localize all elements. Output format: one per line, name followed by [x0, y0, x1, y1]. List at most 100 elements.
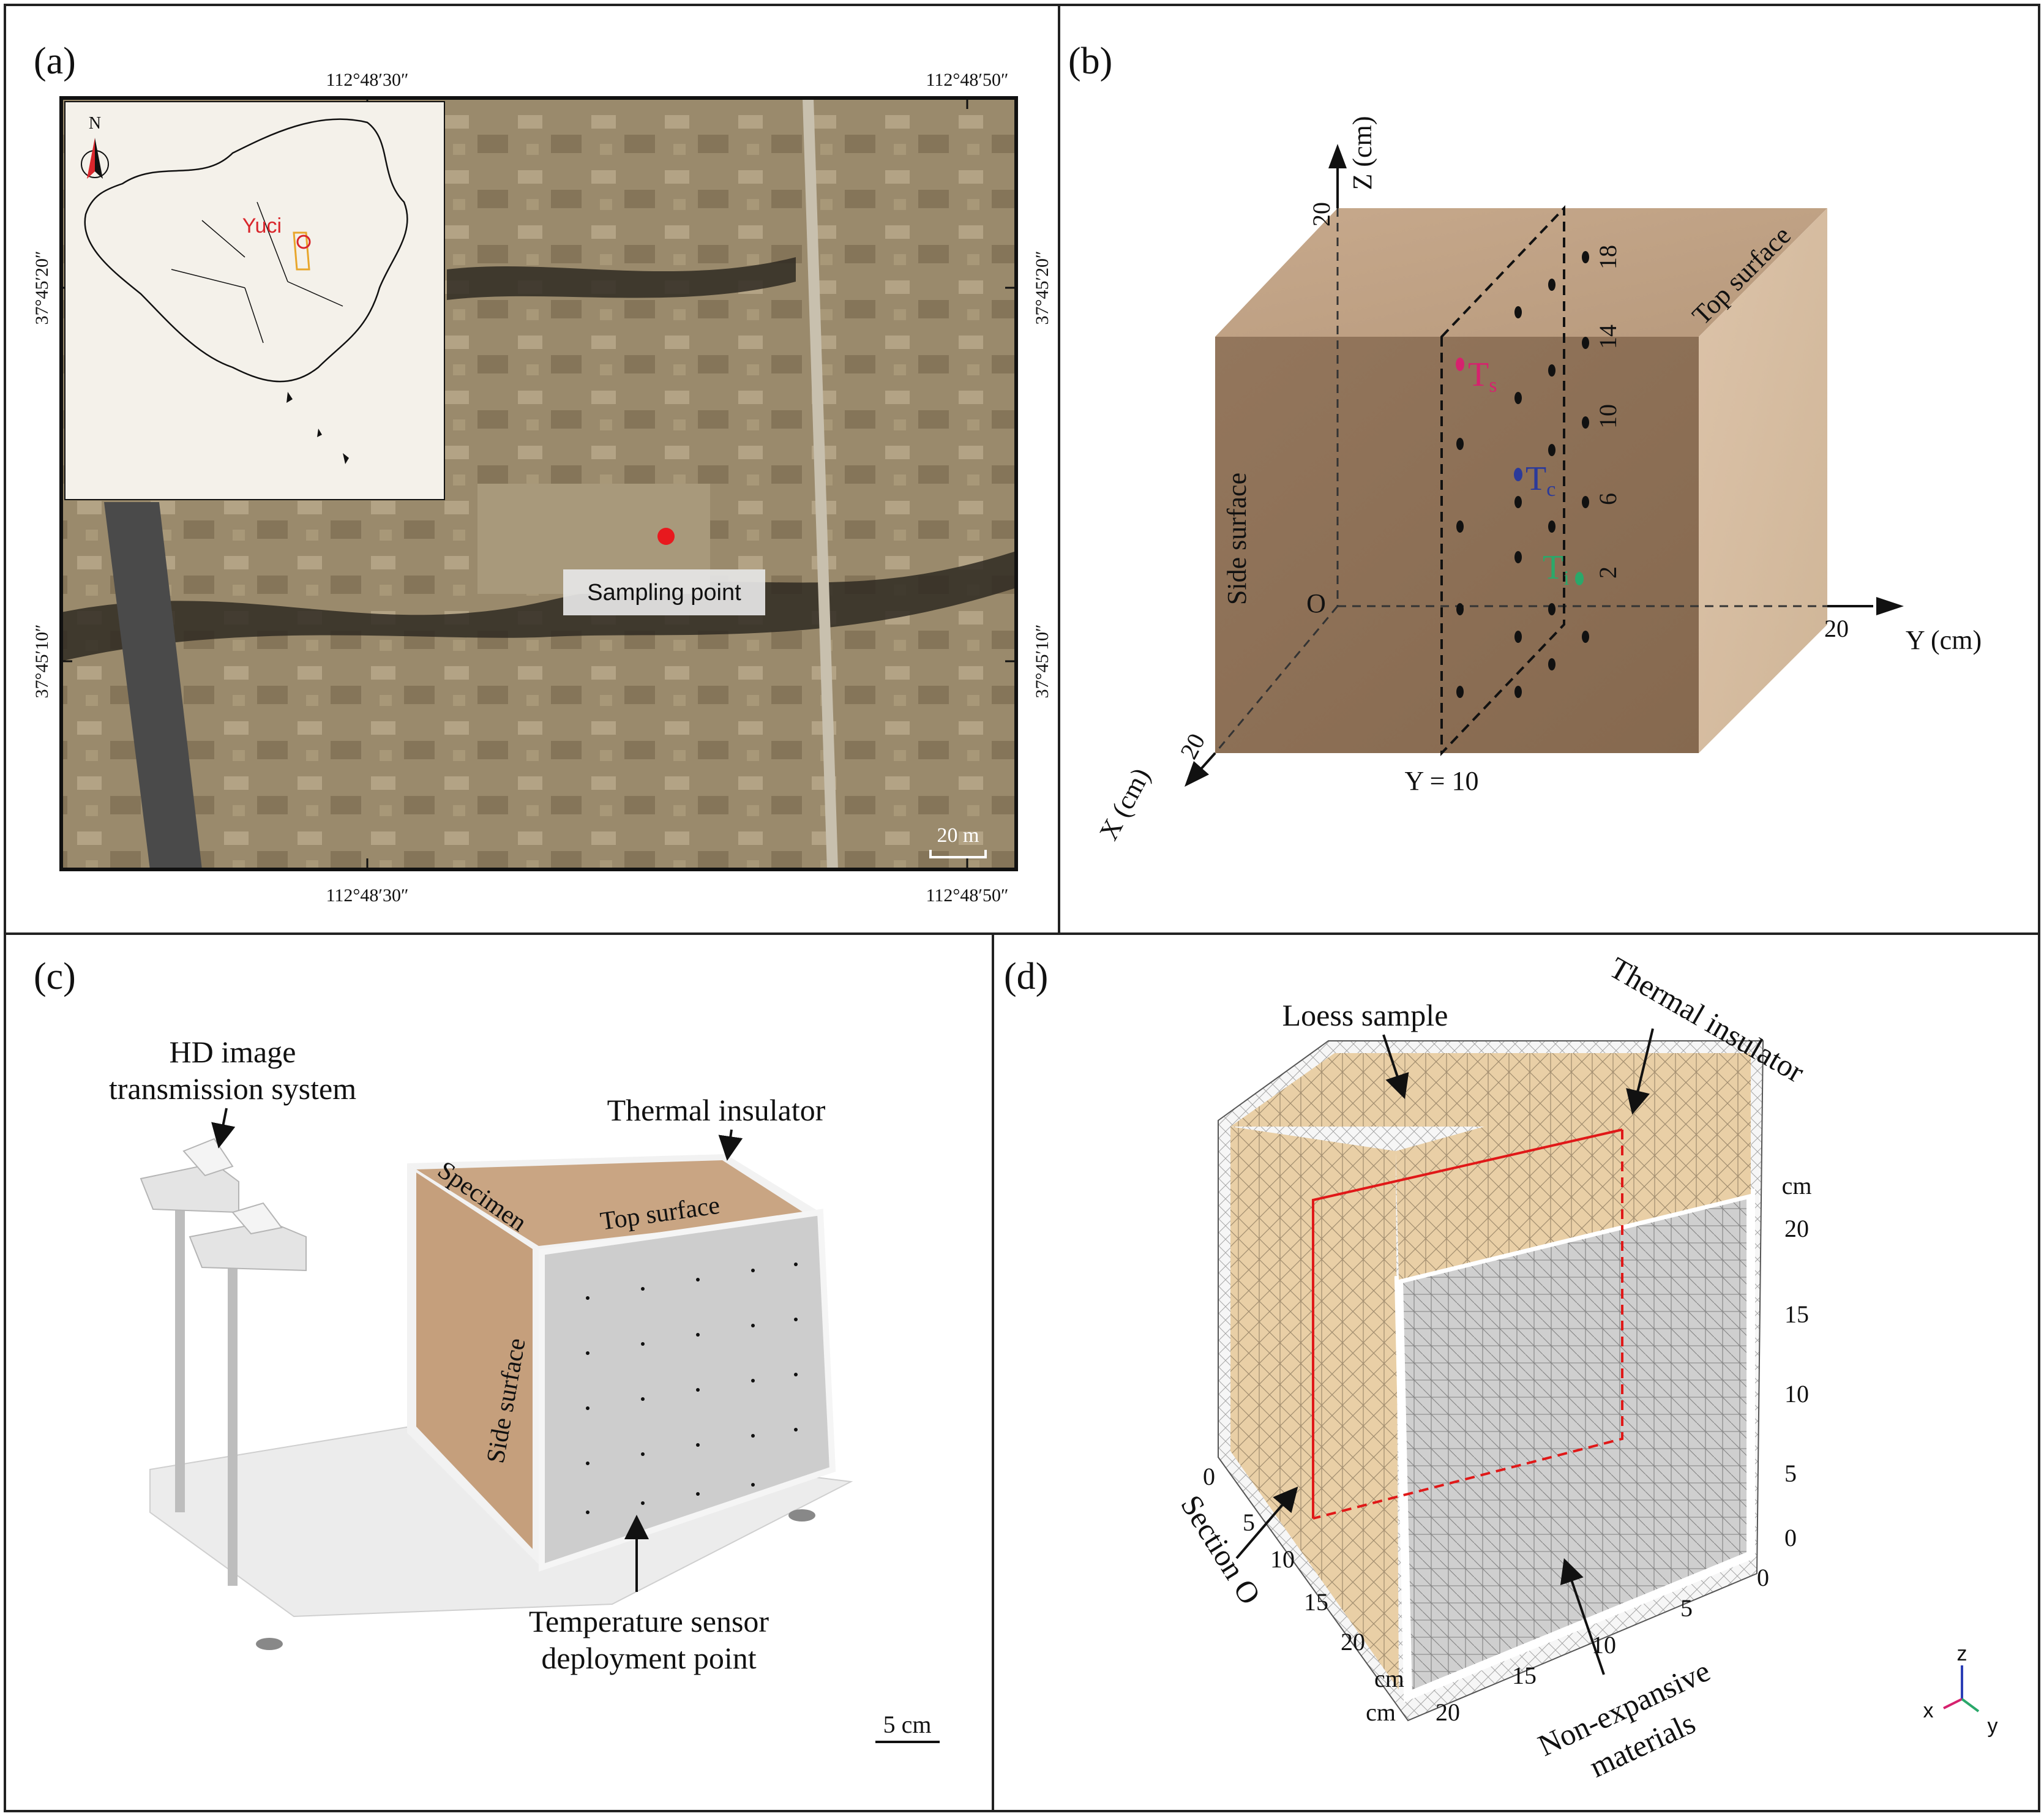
- sampling-point-box: [563, 569, 765, 615]
- camera-pole: [228, 1255, 238, 1586]
- z-tick: 0: [1784, 1524, 1797, 1551]
- sensor-label-line1: Temperature sensor: [529, 1604, 769, 1638]
- lat-right-top: 37°45′20″: [1032, 250, 1052, 325]
- tick-2: 2: [1594, 566, 1622, 579]
- y-tick: 0: [1757, 1564, 1769, 1591]
- yuci-label: Yuci: [242, 214, 282, 238]
- map-border: [59, 96, 1018, 871]
- insulator-arrow-c: [718, 1129, 743, 1161]
- plane-label: Y = 10: [1405, 766, 1479, 796]
- x-tick: 0: [1203, 1463, 1215, 1490]
- tick-14: 14: [1594, 325, 1622, 349]
- triad-y: y: [1988, 1714, 1998, 1738]
- ravine: [61, 551, 1016, 661]
- plate-foot: [788, 1509, 815, 1521]
- cube-right-face: [1699, 208, 1827, 753]
- sensor-label-line2: deployment point: [541, 1641, 756, 1675]
- sensor-tc-dot: [1514, 468, 1522, 481]
- lon-top-right: 112°48′50″: [926, 70, 1009, 90]
- scale-bar-a: [929, 850, 987, 858]
- section-plane-y10: [1440, 205, 1565, 756]
- scale-label-a: 20 m: [937, 824, 979, 847]
- panel-c: (c) HD image transmission: [34, 956, 940, 1743]
- loess-side: [1230, 1127, 1399, 1690]
- sensor-ti-label: Ti: [1543, 549, 1570, 590]
- sensor-grid: [586, 1263, 798, 1514]
- sampling-point-dot: [657, 528, 675, 545]
- z-axis-arrow: [1328, 144, 1347, 168]
- loess-arrow: [1382, 1034, 1409, 1100]
- cube-top-face: [1215, 208, 1827, 337]
- unit-label-y: cm: [1366, 1698, 1396, 1726]
- x-tick: 5: [1243, 1509, 1255, 1536]
- y-axis-arrow: [1876, 597, 1904, 615]
- x-tick: 20: [1341, 1628, 1365, 1656]
- loess-top-inner: [1396, 1053, 1751, 1280]
- tick-10: 10: [1594, 404, 1622, 429]
- scale-label-c: 5 cm: [883, 1711, 932, 1738]
- lat-left-top: 37°45′20″: [32, 250, 52, 325]
- highway: [104, 502, 202, 869]
- panel-a-label: (a): [34, 40, 76, 82]
- tick-6: 6: [1594, 493, 1622, 505]
- sensor-face: [539, 1209, 836, 1572]
- section-arrow: [1235, 1486, 1298, 1559]
- non-expansive-face: [1394, 1188, 1755, 1703]
- side-surface-label-b: Side surface: [1222, 473, 1252, 605]
- panel-a: (a) 112°48′30″ 112°48′50″ 112°48′30″ 112…: [32, 40, 1052, 906]
- province-lines: [171, 201, 343, 343]
- x-max-label: 20: [1175, 729, 1211, 763]
- y-max-label: 20: [1824, 615, 1849, 642]
- yuci-marker: [296, 235, 311, 249]
- lat-left-bottom: 37°45′10″: [32, 624, 52, 698]
- lon-bottom-left: 112°48′30″: [326, 885, 409, 906]
- x-tick: 10: [1270, 1545, 1295, 1573]
- north-arrow-icon: N: [81, 114, 109, 179]
- panel-d-label: (d): [1004, 956, 1048, 997]
- z-tick: 20: [1784, 1215, 1809, 1242]
- x-axis-label: X (cm): [1093, 763, 1156, 845]
- y-tick: 15: [1512, 1662, 1537, 1689]
- hd-label-line2: transmission system: [109, 1071, 356, 1106]
- z-axis-label: Z (cm): [1347, 116, 1377, 190]
- panel-b: (b): [1068, 40, 1982, 845]
- shanxi-outline: [293, 231, 310, 271]
- axis-triad-icon: z x y: [1923, 1642, 1998, 1738]
- sensor-tc-label: Tc: [1526, 460, 1555, 501]
- north-label: N: [89, 114, 101, 133]
- y-tick: 10: [1592, 1631, 1616, 1659]
- x-axis-arrow: [1185, 761, 1209, 787]
- sensor-ti-dot: [1575, 572, 1584, 585]
- y-axis-label: Y (cm): [1906, 625, 1982, 655]
- inset-map: [64, 101, 445, 500]
- road: [803, 97, 838, 870]
- y-tick: 20: [1436, 1698, 1460, 1726]
- z-tick: 10: [1784, 1380, 1809, 1408]
- unit-label-x: cm: [1374, 1665, 1404, 1692]
- outer-border: [4, 4, 2040, 1812]
- section-o-dashed: [1312, 1130, 1623, 1520]
- specimen-top: [416, 1160, 808, 1246]
- z-max-label: 20: [1308, 202, 1335, 227]
- hd-label-line1: HD image: [170, 1035, 296, 1069]
- camera-pole: [175, 1194, 185, 1512]
- insulator-arrow-d: [1626, 1028, 1654, 1115]
- section-o-solid: [1312, 1128, 1623, 1518]
- triad-z: z: [1957, 1642, 1967, 1665]
- unit-label-z: cm: [1782, 1172, 1812, 1199]
- hd-camera-icon: [189, 1202, 307, 1272]
- z-tick: 15: [1784, 1300, 1809, 1328]
- triad-x: x: [1923, 1699, 1934, 1722]
- ravine-north: [447, 257, 796, 300]
- z-tick: 5: [1784, 1460, 1797, 1487]
- lat-right-bottom: 37°45′10″: [1032, 624, 1052, 698]
- lon-top-left: 112°48′30″: [326, 70, 409, 90]
- origin-label: O: [1306, 588, 1326, 618]
- y-tick: 5: [1680, 1594, 1693, 1622]
- hd-camera-icon: [140, 1138, 239, 1214]
- specimen-side: [416, 1173, 533, 1549]
- sensor-dots: [1456, 251, 1589, 698]
- x-tick: 15: [1304, 1588, 1328, 1616]
- sampling-point-label: Sampling point: [587, 580, 741, 606]
